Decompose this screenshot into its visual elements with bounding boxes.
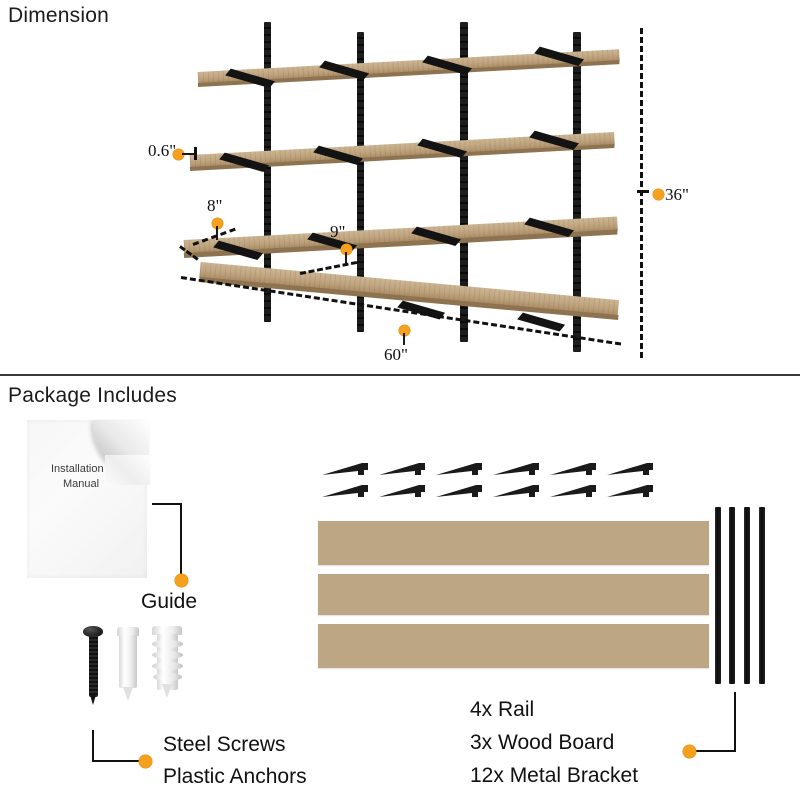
dimension-dot-height: [653, 189, 664, 200]
dimension-label-height: 36": [665, 185, 689, 204]
parts-label-rail: 4x Rail: [470, 698, 535, 721]
dimension-label-thickness: 0.6": [148, 141, 177, 160]
rail-3: [460, 22, 468, 342]
guide-paper-line1: Installation: [51, 463, 104, 475]
plastic-anchor-a-tip: [123, 687, 133, 701]
dimension-leader-gap: [345, 252, 347, 266]
plastic-anchor-a-body: [119, 635, 137, 688]
rail-1: [264, 22, 271, 322]
parts-leader-vertical: [734, 692, 736, 752]
section-divider: [0, 374, 800, 376]
guide-leader-vertical: [180, 503, 182, 576]
dimension-tick-height: [637, 190, 649, 193]
dimension-dot-width: [399, 325, 410, 336]
pkg-bracket-1: [322, 462, 370, 478]
dimension-label-width: 60": [384, 345, 408, 364]
dimension-guide-height: [640, 28, 643, 358]
guide-leader-horizontal: [152, 503, 182, 505]
fasteners-leader-vertical: [92, 730, 94, 762]
dimension-section-title: Dimension: [8, 4, 110, 27]
plastic-anchor-b-rib-2: [152, 651, 183, 659]
dimension-leader-thickness: [182, 153, 197, 155]
rail-2: [357, 32, 364, 332]
parts-label-board: 3x Wood Board: [470, 731, 615, 754]
fasteners-label-anchors: Plastic Anchors: [163, 765, 307, 788]
guide-curl-shadow: [105, 455, 150, 485]
guide-label: Guide: [141, 590, 198, 613]
dimension-dot-thickness: [173, 149, 184, 160]
pkg-bracket-7: [322, 484, 370, 500]
pkg-wood-board-1: [318, 521, 709, 565]
pkg-wood-board-3: [318, 624, 709, 668]
pkg-bracket-11: [550, 484, 598, 500]
plastic-anchor-b-head: [152, 626, 182, 635]
pkg-wood-board-2: [318, 574, 709, 615]
pkg-bracket-10: [493, 484, 541, 500]
parts-dot: [683, 745, 696, 758]
rail-4: [573, 32, 581, 352]
parts-leader-horizontal: [690, 750, 736, 752]
plastic-anchor-b-rib-4: [153, 673, 182, 681]
dimension-label-gap: 9": [330, 222, 346, 241]
package-section-title: Package Includes: [8, 384, 177, 407]
plastic-anchor-b-rib-1: [152, 640, 183, 648]
pkg-rail-4: [759, 507, 765, 684]
pkg-bracket-5: [550, 462, 598, 478]
pkg-bracket-8: [379, 484, 427, 500]
parts-label-bracket: 12x Metal Bracket: [470, 764, 639, 787]
plastic-anchor-b-rib-3: [152, 662, 183, 670]
pkg-bracket-12: [607, 484, 655, 500]
steel-screw-shank: [89, 635, 98, 697]
pkg-bracket-6: [607, 462, 655, 478]
pkg-bracket-2: [379, 462, 427, 478]
plastic-anchor-a-head: [117, 627, 139, 636]
fasteners-dot: [139, 755, 152, 768]
pkg-rail-2: [729, 507, 735, 684]
pkg-rail-1: [715, 507, 721, 684]
dimension-dot-depth: [212, 218, 223, 229]
steel-screw-tip: [90, 695, 96, 705]
dimension-dot-gap: [341, 244, 352, 255]
steel-screw-head: [83, 626, 103, 637]
pkg-bracket-4: [493, 462, 541, 478]
guide-paper-line2: Manual: [63, 478, 100, 490]
dimension-tick-thickness: [194, 147, 197, 160]
dimension-leader-depth: [216, 226, 218, 240]
pkg-bracket-9: [436, 484, 484, 500]
plastic-anchor-b-tip: [162, 684, 172, 698]
fasteners-label-screws: Steel Screws: [163, 733, 286, 756]
fasteners-leader-horizontal: [92, 760, 142, 762]
dimension-label-depth: 8": [207, 196, 223, 215]
dimension-leader-width: [403, 333, 405, 345]
pkg-rail-3: [744, 507, 750, 684]
guide-dot: [175, 574, 188, 587]
pkg-bracket-3: [436, 462, 484, 478]
